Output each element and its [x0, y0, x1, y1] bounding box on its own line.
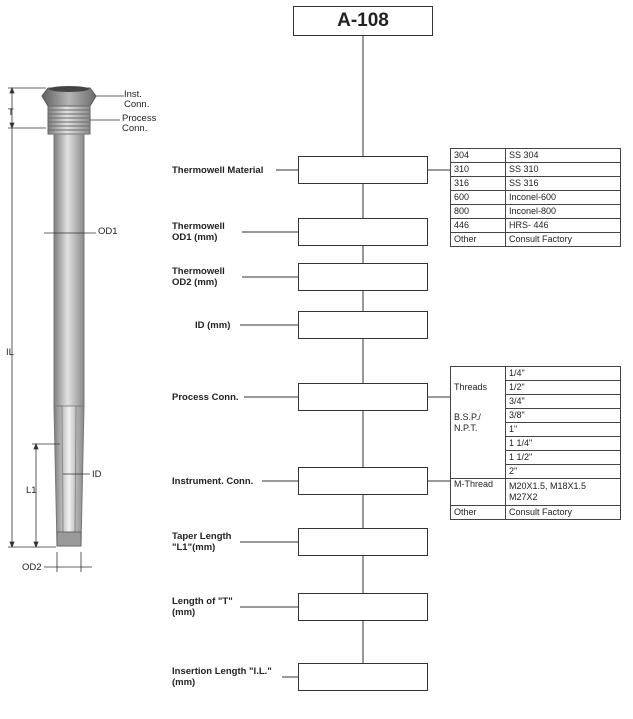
table-row[interactable]: M-Thread M20X1.5, M18X1.5 M27X2 [450, 478, 621, 506]
dim-od1-label: OD1 [98, 226, 118, 237]
thread-size: 1 1/2" [505, 450, 621, 465]
material-code: 800 [450, 204, 506, 219]
od2-field[interactable] [298, 263, 428, 291]
stem-upper [53, 133, 85, 407]
inst-conn-label: Inst. Conn. [124, 89, 150, 110]
field-label-instrument-conn: Instrument. Conn. [172, 476, 254, 487]
material-name: SS 304 [505, 148, 621, 163]
material-code: 310 [450, 162, 506, 177]
table-row[interactable]: 1/4" [450, 366, 621, 381]
dim-l1-label: L1 [26, 485, 37, 496]
mthread-label: M-Thread [450, 478, 506, 506]
other-value: Consult Factory [505, 505, 621, 520]
dim-id-label: ID [92, 469, 102, 480]
material-code: 304 [450, 148, 506, 163]
bore-cutaway [61, 405, 77, 533]
hex-top [49, 86, 89, 92]
threads-group-cell [450, 436, 506, 451]
material-name: SS 310 [505, 162, 621, 177]
table-row[interactable]: 1 1/2" [450, 450, 621, 465]
threads-group-cell [450, 394, 506, 409]
table-row[interactable]: Threads 1/2" [450, 380, 621, 395]
field-label-insertion-length: Insertion Length "I.L." (mm) [172, 666, 272, 688]
threads-label: Threads [450, 380, 506, 395]
model-title: A-108 [293, 6, 433, 36]
field-label-t-length: Length of "T" (mm) [172, 596, 233, 618]
material-name: Consult Factory [505, 232, 621, 247]
threads-group-cell [450, 450, 506, 465]
threads-group-cell [450, 366, 506, 381]
material-code: 316 [450, 176, 506, 191]
material-name: HRS- 446 [505, 218, 621, 233]
thread-section [47, 105, 91, 135]
thermowell-drawing [8, 86, 124, 572]
dim-il-label: IL [6, 347, 14, 358]
taper-length-field[interactable] [298, 528, 428, 556]
thread-size: 3/8" [505, 408, 621, 423]
thread-size: 1/2" [505, 380, 621, 395]
t-length-field[interactable] [298, 593, 428, 621]
material-code: Other [450, 232, 506, 247]
process-conn-label: Process Conn. [122, 113, 157, 134]
od1-field[interactable] [298, 218, 428, 246]
insertion-length-field[interactable] [298, 663, 428, 691]
thread-size: 3/4" [505, 394, 621, 409]
table-row[interactable]: Other Consult Factory [450, 505, 621, 520]
table-row[interactable]: 3/4" [450, 394, 621, 409]
table-row[interactable]: 1 1/4" [450, 436, 621, 451]
tip [56, 531, 82, 547]
field-label-id: ID (mm) [195, 320, 231, 331]
id-field[interactable] [298, 311, 428, 339]
process-conn-field[interactable] [298, 383, 428, 411]
field-label-process-conn: Process Conn. [172, 392, 239, 403]
material-name: SS 316 [505, 176, 621, 191]
thread-size: 1 1/4" [505, 436, 621, 451]
connection-options-table: 1/4" Threads 1/2" 3/4" B.S.P./ N.P.T. 3/… [450, 366, 621, 520]
material-code: 600 [450, 190, 506, 205]
table-row[interactable]: B.S.P./ N.P.T. 3/8" [450, 408, 621, 437]
thread-size: 1" [505, 422, 621, 437]
thread-size: 1/4" [505, 366, 621, 381]
field-label-material: Thermowell Material [172, 165, 264, 176]
other-label: Other [450, 505, 506, 520]
instrument-conn-field[interactable] [298, 467, 428, 495]
field-label-od1: Thermowell OD1 (mm) [172, 221, 225, 243]
dim-t-label: T [8, 107, 14, 118]
table-row[interactable]: 2" [450, 464, 621, 479]
material-name: Inconel-600 [505, 190, 621, 205]
dim-od2-label: OD2 [22, 562, 42, 573]
field-label-od2: Thermowell OD2 (mm) [172, 266, 225, 288]
thread-size: 2" [505, 464, 621, 479]
bsp-npt-label: B.S.P./ N.P.T. [450, 408, 506, 437]
field-label-taper-length: Taper Length "L1"(mm) [172, 531, 232, 553]
threads-group-cell [450, 464, 506, 479]
material-code: 446 [450, 218, 506, 233]
material-name: Inconel-800 [505, 204, 621, 219]
mthread-sizes: M20X1.5, M18X1.5 M27X2 [505, 478, 621, 506]
material-field[interactable] [298, 156, 428, 184]
